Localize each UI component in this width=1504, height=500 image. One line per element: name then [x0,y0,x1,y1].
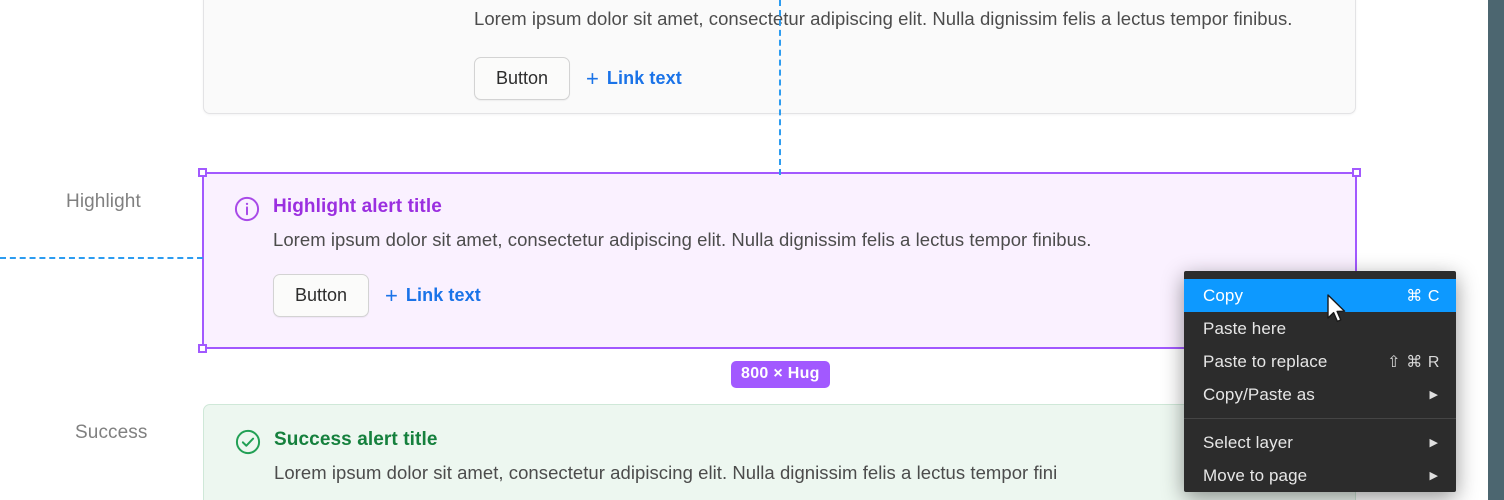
context-menu-shortcut: ⇧ ⌘ R [1387,353,1440,371]
context-menu-label: Copy/Paste as [1203,384,1315,404]
chevron-right-icon: ▶ [1429,437,1438,449]
info-circle-icon [233,195,263,228]
alert-neutral-button[interactable]: Button [474,57,571,100]
context-menu-label: Copy [1203,285,1244,305]
alert-card-success[interactable]: Success alert title Lorem ipsum dolor si… [203,404,1356,500]
mouse-cursor-icon [1326,294,1348,326]
context-menu-label: Paste to replace [1203,351,1328,371]
alert-highlight-title: Highlight alert title [273,196,442,217]
row-label-highlight: Highlight [66,191,141,212]
plus-icon: + [385,282,398,308]
context-menu-item-move-to-page[interactable]: Move to page ▶ [1184,459,1456,492]
context-menu-label: Select layer [1203,432,1294,452]
context-menu-item-copy-paste-as[interactable]: Copy/Paste as ▶ [1184,378,1456,411]
chevron-right-icon: ▶ [1429,470,1438,482]
check-circle-icon [234,428,264,461]
alert-success-body: Lorem ipsum dolor sit amet, consectetur … [274,462,1058,483]
context-menu-shortcut: ⌘ C [1406,287,1440,305]
alert-neutral-link[interactable]: + Link text [586,65,682,91]
alert-neutral-actions: Button + Link text [474,57,682,100]
alert-highlight-body: Lorem ipsum dolor sit amet, consectetur … [273,229,1092,250]
alignment-guide-vertical [779,0,781,175]
context-menu[interactable]: Copy ⌘ C Paste here Paste to replace ⇧ ⌘… [1184,271,1456,492]
row-label-success: Success [75,422,148,443]
chevron-right-icon: ▶ [1429,389,1438,401]
alert-card-highlight[interactable]: Highlight alert title Lorem ipsum dolor … [203,172,1356,348]
right-edge-panel [1488,0,1504,500]
context-menu-item-copy[interactable]: Copy ⌘ C [1184,279,1456,312]
alert-neutral-body: Lorem ipsum dolor sit amet, consectetur … [474,8,1293,29]
context-menu-item-paste-to-replace[interactable]: Paste to replace ⇧ ⌘ R [1184,345,1456,378]
context-menu-label: Paste here [1203,318,1287,338]
alert-success-title: Success alert title [274,429,438,450]
alert-neutral-link-label: Link text [606,68,682,88]
selection-size-badge: 800 × Hug [731,361,830,388]
alert-highlight-link[interactable]: + Link text [385,282,481,308]
context-menu-separator [1184,418,1456,419]
alert-highlight-link-label: Link text [405,285,481,305]
alert-highlight-actions: Button + Link text [273,274,1326,317]
context-menu-item-paste-here[interactable]: Paste here [1184,312,1456,345]
alignment-guide-horizontal [0,257,203,259]
context-menu-item-select-layer[interactable]: Select layer ▶ [1184,426,1456,459]
alert-highlight-button[interactable]: Button [273,274,370,317]
context-menu-label: Move to page [1203,465,1308,485]
plus-icon: + [586,65,599,91]
